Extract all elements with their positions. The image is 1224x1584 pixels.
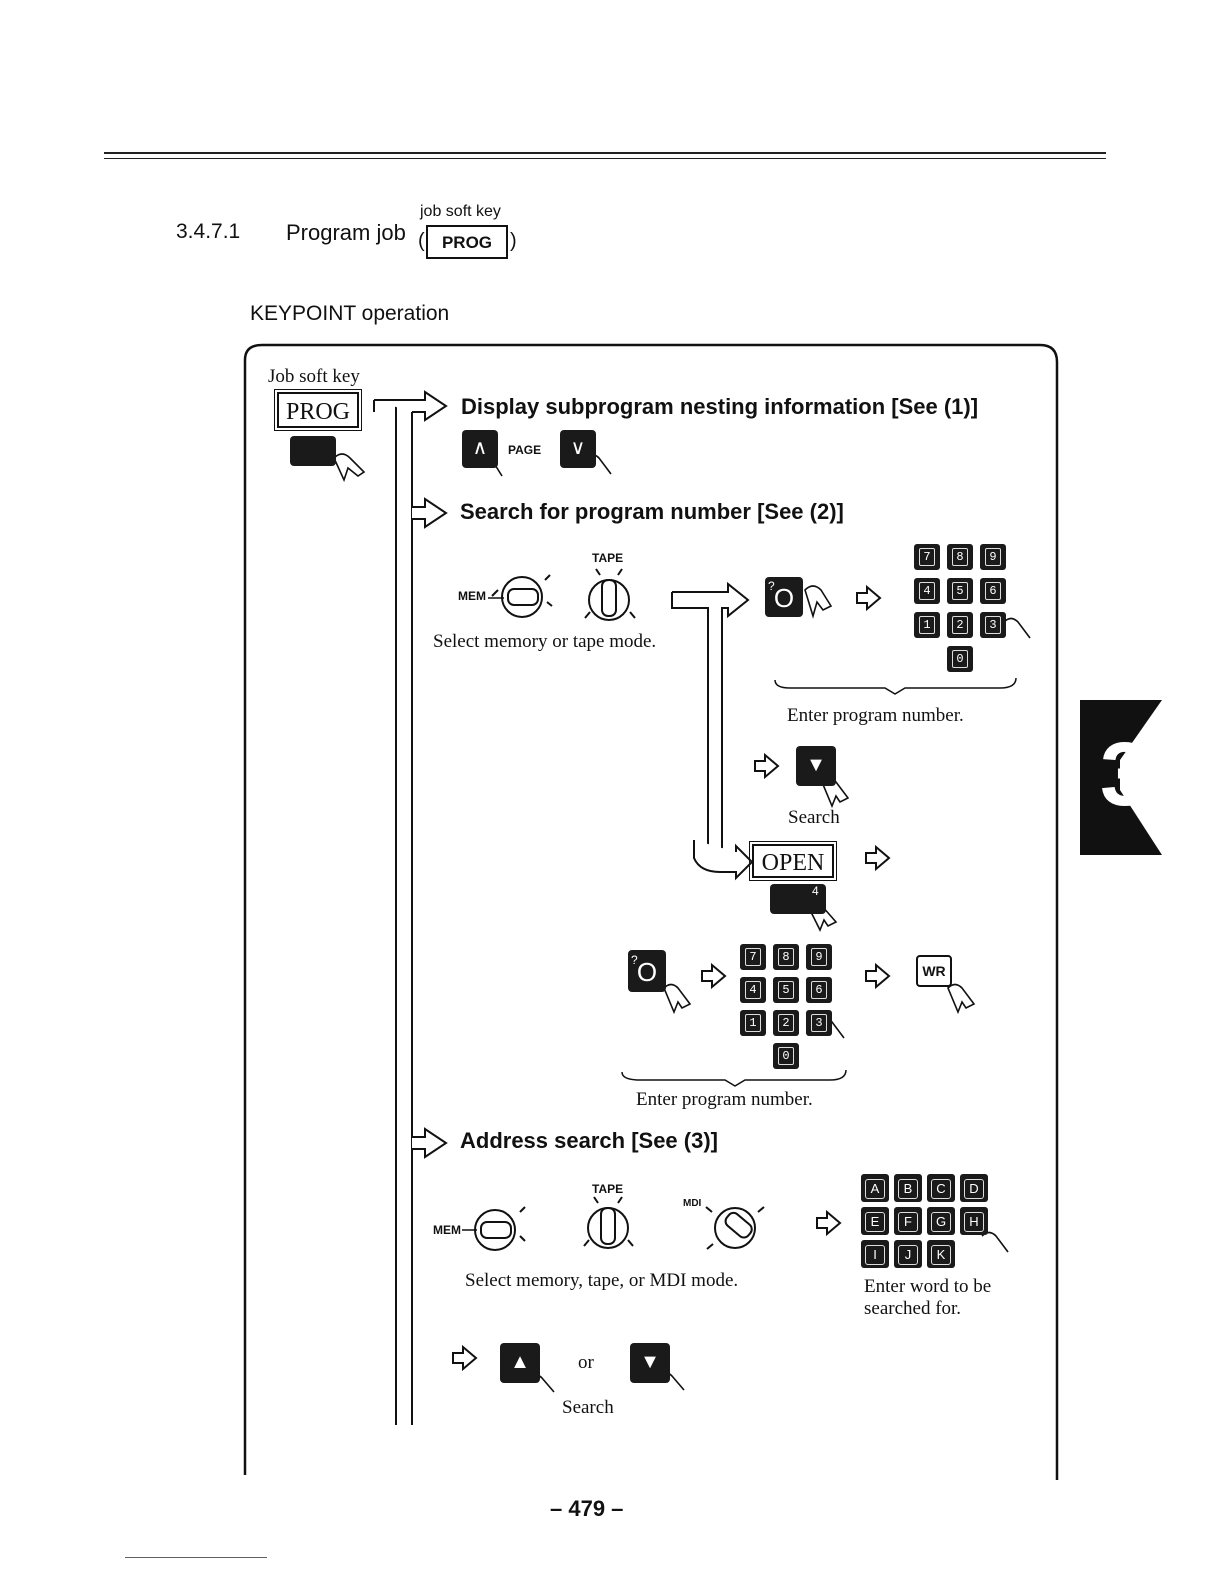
- select-mem-tape-caption: Select memory or tape mode.: [433, 631, 657, 652]
- footer-link-rule: [125, 1557, 267, 1558]
- o-key-2-shift-label: ?: [631, 953, 638, 967]
- section-title: Program job: [286, 220, 406, 245]
- num-key-9[interactable]: 9: [806, 944, 832, 970]
- chapter-tab: 3: [1100, 725, 1151, 825]
- branch1-title: Display subprogram nesting information […: [461, 394, 979, 419]
- enter-program-number-caption-2: Enter program number.: [636, 1089, 813, 1110]
- paren-right: ): [510, 230, 517, 252]
- o-key-shift-label: ?: [768, 579, 775, 593]
- prog-hardkey[interactable]: [290, 436, 336, 466]
- triangle-down-icon: ▼: [806, 754, 826, 776]
- keypoint-heading: KEYPOINT operation: [250, 302, 450, 325]
- section-number: 3.4.7.1: [176, 220, 241, 243]
- select-mem-tape-mdi-caption: Select memory, tape, or MDI mode.: [465, 1270, 739, 1291]
- mem-label: MEM: [458, 589, 486, 603]
- job-softkey-caption: Job soft key: [268, 366, 360, 387]
- chevron-down-icon: ∨: [570, 437, 586, 459]
- alpha-key-h[interactable]: H: [960, 1207, 988, 1235]
- num-key-2[interactable]: 2: [947, 612, 973, 638]
- write-key[interactable]: WR: [916, 955, 952, 987]
- tape-label-2: TAPE: [592, 1182, 624, 1196]
- num-key-3[interactable]: 3: [806, 1010, 832, 1036]
- num-key-0[interactable]: 0: [773, 1043, 799, 1069]
- mdi-label: MDI: [683, 1198, 702, 1209]
- open-hardkey[interactable]: 4: [770, 884, 826, 914]
- or-label: or: [578, 1352, 594, 1373]
- enter-word-caption: Enter word to be searched for.: [864, 1276, 992, 1319]
- branch2-title: Search for program number [See (2)]: [460, 499, 844, 524]
- num-key-4[interactable]: 4: [914, 578, 940, 604]
- mode-dial-tape-icon[interactable]: [588, 580, 630, 620]
- enter-program-number-caption: Enter program number.: [787, 705, 964, 726]
- o-key-2[interactable]: ? O: [628, 950, 666, 992]
- mode-dial-mem-icon[interactable]: [501, 580, 543, 616]
- search-down-key-2[interactable]: ▼: [630, 1343, 670, 1383]
- num-key-4[interactable]: 4: [740, 977, 766, 1003]
- mem-label-2: MEM: [433, 1223, 461, 1237]
- alpha-key-c[interactable]: C: [927, 1174, 955, 1202]
- open-softkey-button[interactable]: OPEN: [749, 841, 837, 881]
- o-key-2-label: O: [636, 957, 658, 987]
- o-key-label: O: [773, 583, 795, 613]
- num-key-7[interactable]: 7: [740, 944, 766, 970]
- search-up-key[interactable]: ▲: [500, 1343, 540, 1383]
- alpha-key-j[interactable]: J: [894, 1240, 922, 1268]
- softkey-caption: job soft key: [420, 203, 501, 220]
- alpha-key-f[interactable]: F: [894, 1207, 922, 1235]
- tape-label: TAPE: [592, 551, 624, 565]
- alpha-key-i[interactable]: I: [861, 1240, 889, 1268]
- paren-left: (: [418, 230, 425, 252]
- num-key-8[interactable]: 8: [773, 944, 799, 970]
- num-key-5[interactable]: 5: [773, 977, 799, 1003]
- num-key-8[interactable]: 8: [947, 544, 973, 570]
- page-down-key[interactable]: ∨: [560, 430, 596, 468]
- page-up-key[interactable]: ∧: [462, 430, 498, 468]
- alpha-key-b[interactable]: B: [894, 1174, 922, 1202]
- open-hardkey-label: 4: [812, 884, 819, 898]
- alpha-key-e[interactable]: E: [861, 1207, 889, 1235]
- page-number: – 479 –: [550, 1496, 624, 1521]
- header-rule-bottom: [104, 158, 1106, 159]
- num-key-1[interactable]: 1: [914, 612, 940, 638]
- prog-softkey-heading: PROG: [426, 225, 508, 259]
- num-key-0[interactable]: 0: [947, 646, 973, 672]
- header-rule-top: [104, 152, 1106, 154]
- num-key-9[interactable]: 9: [980, 544, 1006, 570]
- mode-dial-tape-icon[interactable]: [588, 1208, 630, 1248]
- alpha-key-g[interactable]: G: [927, 1207, 955, 1235]
- search-down-key[interactable]: ▼: [796, 746, 836, 786]
- search-caption: Search: [788, 807, 840, 828]
- mode-dial-mdi-icon[interactable]: [714, 1208, 756, 1248]
- num-key-6[interactable]: 6: [806, 977, 832, 1003]
- num-key-7[interactable]: 7: [914, 544, 940, 570]
- branch3-title: Address search [See (3)]: [460, 1128, 718, 1153]
- num-key-6[interactable]: 6: [980, 578, 1006, 604]
- search-caption-2: Search: [562, 1397, 614, 1418]
- alpha-key-a[interactable]: A: [861, 1174, 889, 1202]
- prog-softkey-button[interactable]: PROG: [274, 389, 362, 431]
- o-key[interactable]: ? O: [765, 577, 803, 617]
- mode-dial-mem-icon[interactable]: [474, 1210, 516, 1250]
- num-key-1[interactable]: 1: [740, 1010, 766, 1036]
- num-key-2[interactable]: 2: [773, 1010, 799, 1036]
- page-label: PAGE: [508, 443, 542, 457]
- chevron-up-icon: ∧: [472, 437, 488, 459]
- triangle-down-icon: ▼: [640, 1351, 660, 1373]
- alpha-key-k[interactable]: K: [927, 1240, 955, 1268]
- alpha-key-d[interactable]: D: [960, 1174, 988, 1202]
- num-key-3[interactable]: 3: [980, 612, 1006, 638]
- triangle-up-icon: ▲: [510, 1351, 530, 1373]
- num-key-5[interactable]: 5: [947, 578, 973, 604]
